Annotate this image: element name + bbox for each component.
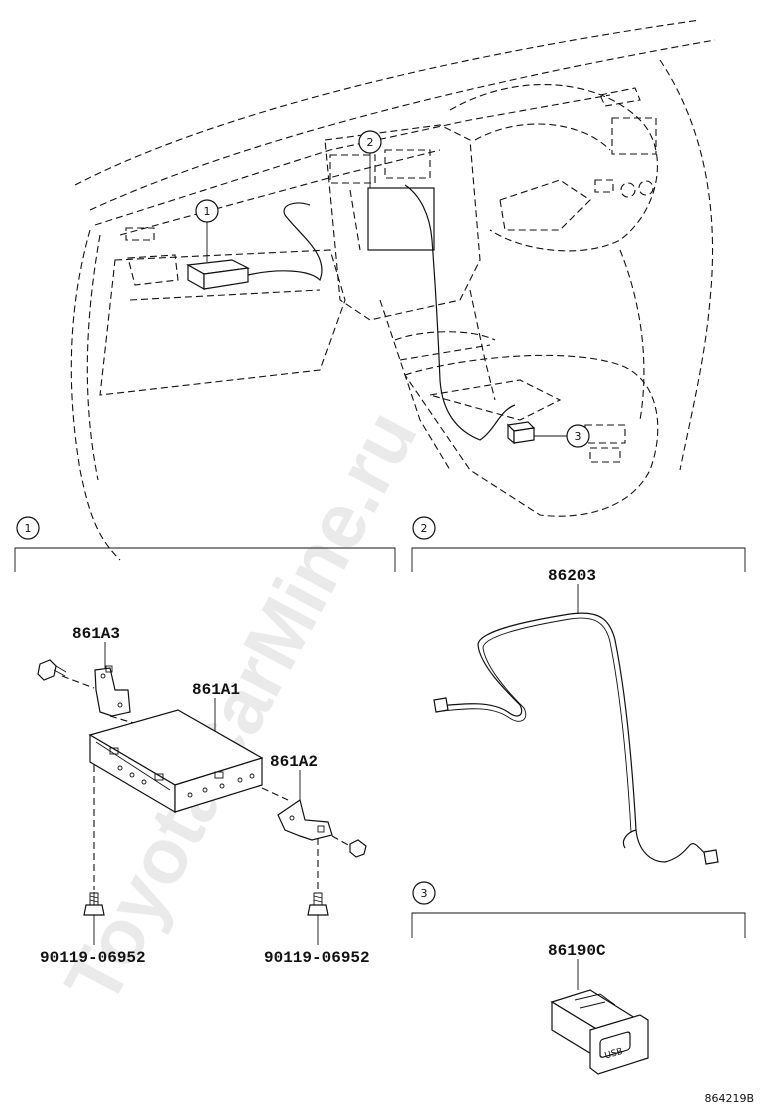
callout-top-2-label: 2 — [367, 136, 374, 149]
cable-harness — [433, 612, 719, 865]
part-label-861a3: 861A3 — [72, 625, 120, 643]
section-3-label: 3 — [421, 887, 428, 900]
section-3: 3 86190C USB — [411, 881, 746, 1075]
screw-right-icon — [307, 892, 329, 916]
screw-left-icon — [83, 892, 105, 916]
part-label-86190c: 86190C — [548, 942, 606, 960]
callout-top-3: 3 — [566, 424, 590, 448]
part-label-screw-right: 90119-06952 — [264, 949, 370, 967]
section-1: 1 861A3 861A1 — [14, 516, 396, 967]
usb-socket-label: USB — [604, 1047, 625, 1062]
callout-top-2: 2 — [358, 130, 382, 154]
usb-socket: USB — [550, 989, 649, 1075]
section-2-badge — [412, 516, 436, 540]
part-label-86203: 86203 — [548, 567, 596, 585]
dashboard-overview — [70, 19, 716, 561]
bolt-right-icon — [349, 839, 367, 858]
callout-top-3-label: 3 — [575, 430, 582, 443]
section-1-badge — [16, 516, 40, 540]
callout-top-1-label: 1 — [204, 205, 211, 218]
section-2: 2 86203 — [411, 516, 746, 865]
part-label-861a1: 861A1 — [192, 681, 240, 699]
bolt-left-icon — [37, 659, 67, 681]
unit-box — [88, 709, 264, 814]
part-label-861a2: 861A2 — [270, 753, 318, 771]
section-1-label: 1 — [25, 522, 32, 535]
diagram-id: 864219B — [704, 1092, 754, 1105]
callout-top-1: 1 — [195, 199, 219, 223]
section-2-label: 2 — [421, 522, 428, 535]
part-label-screw-left: 90119-06952 — [40, 949, 146, 967]
section-3-badge — [412, 881, 436, 905]
